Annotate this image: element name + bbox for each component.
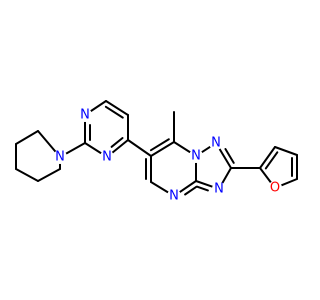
atom-label-background (100, 150, 114, 164)
atom-label-background (268, 181, 282, 195)
single-bond (37, 168, 61, 182)
double-bond (150, 141, 175, 157)
single-bond (150, 181, 170, 194)
double-bond-inner (104, 105, 124, 119)
single-bond (221, 167, 232, 184)
single-bond (15, 130, 39, 145)
double-bond (105, 100, 129, 116)
double-bond-inner (264, 151, 279, 170)
double-bond (195, 180, 214, 188)
nitrogen-atom-label: N (169, 189, 179, 204)
double-bond-inner (184, 185, 198, 196)
single-bond (259, 167, 272, 184)
single-bond (200, 145, 212, 154)
atom-label-background (53, 150, 67, 164)
double-bond-inner (224, 148, 235, 164)
double-bond-inner (149, 138, 170, 152)
single-bond (65, 142, 86, 155)
double-bond (259, 146, 276, 169)
nitrogen-atom-label: N (211, 136, 221, 151)
double-bond (111, 139, 129, 154)
single-bond (37, 130, 57, 153)
single-bond (173, 141, 192, 154)
single-bond (84, 142, 103, 155)
single-bond (15, 168, 39, 182)
bond-layer (15, 100, 298, 196)
nitrogen-atom-label: N (55, 150, 65, 165)
atom-label-background (167, 189, 181, 203)
nitrogen-atom-label: N (102, 150, 112, 165)
nitrogen-atom-label: N (191, 149, 201, 164)
double-bond-inner (196, 185, 209, 192)
atom-label-background (189, 149, 203, 163)
atom-label-background (212, 182, 226, 196)
oxygen-atom-label: O (270, 181, 280, 196)
double-bond (218, 148, 232, 169)
single-bond (89, 100, 107, 113)
nitrogen-atom-label: N (80, 108, 90, 123)
nitrogen-atom-label: N (214, 182, 224, 197)
double-bond (178, 180, 197, 194)
single-bond (280, 178, 298, 187)
single-bond (274, 146, 298, 156)
double-bond-inner (110, 137, 124, 148)
atom-label-background (209, 136, 223, 150)
atom-label-background (78, 108, 92, 122)
single-bond (127, 139, 152, 157)
